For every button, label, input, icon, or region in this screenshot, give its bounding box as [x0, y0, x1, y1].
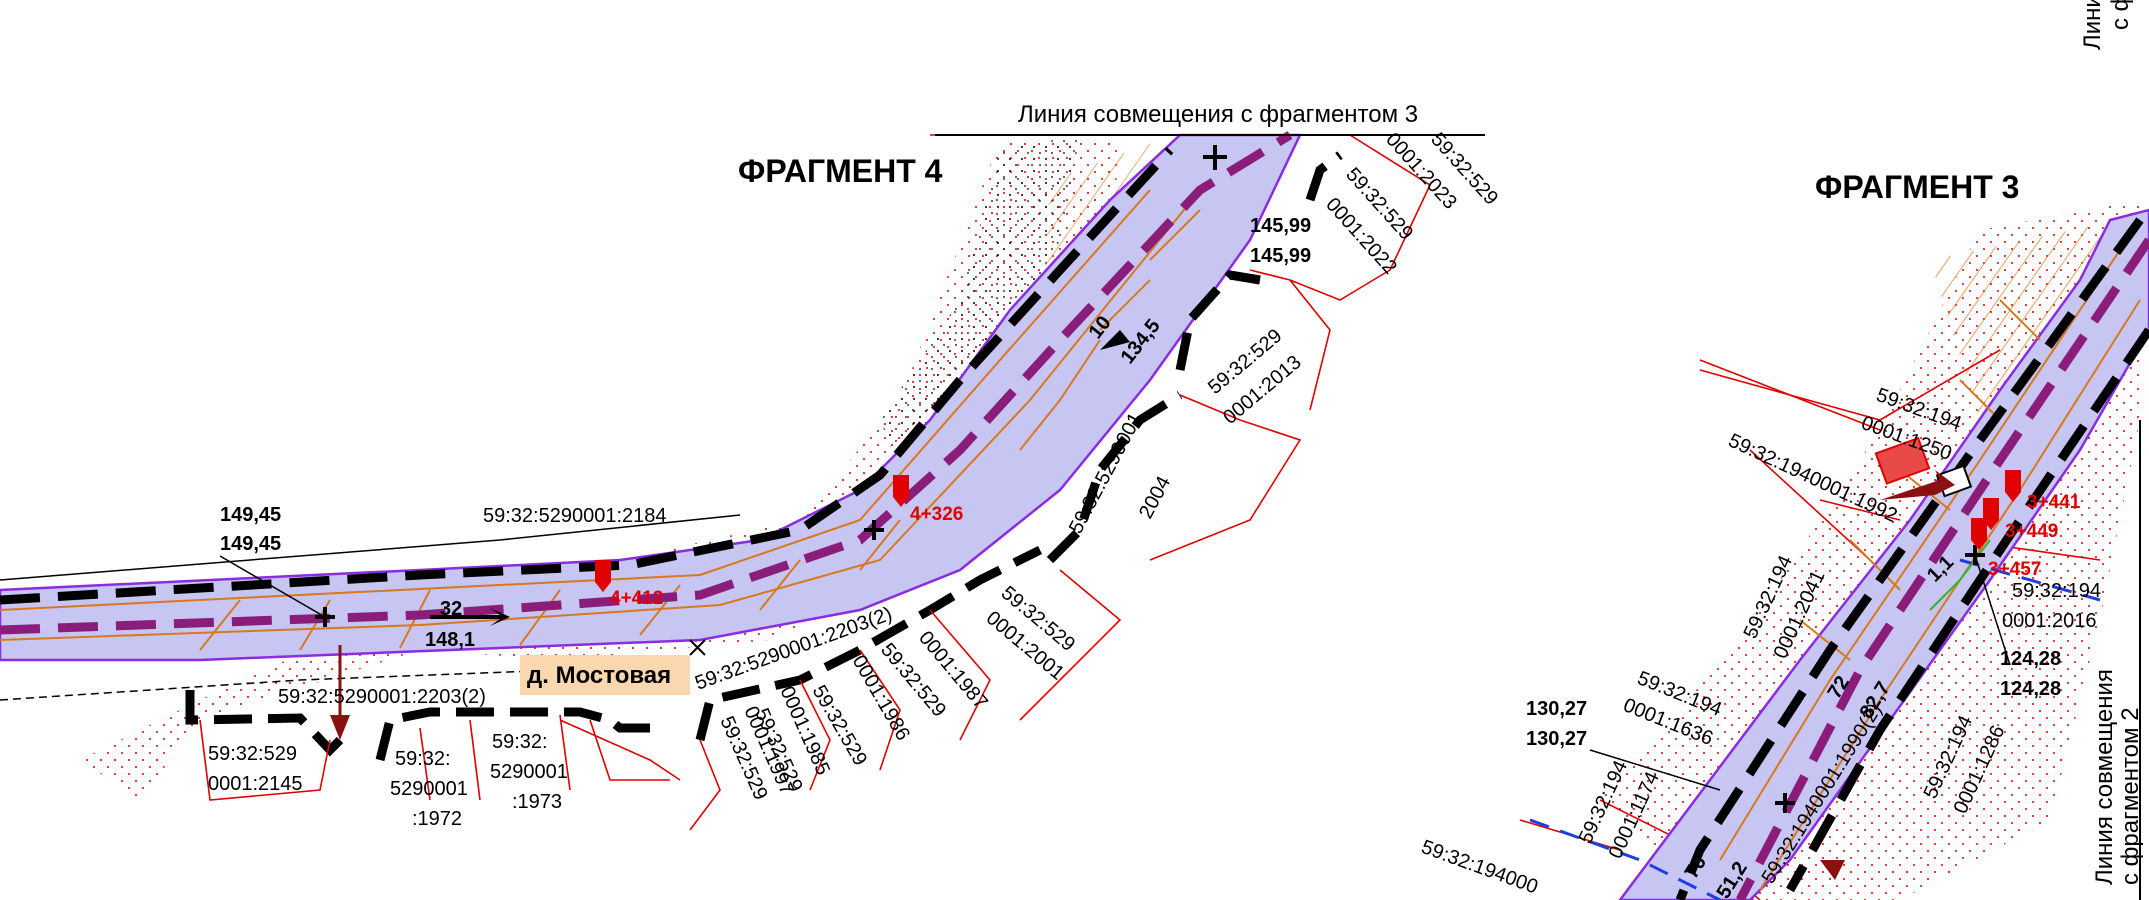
match-line-label-right-1: Линия совмещения — [2091, 669, 2118, 885]
match-line-label-right-2: с фрагментом 2 — [2117, 707, 2144, 885]
parcel-label: 5290001 — [390, 778, 468, 800]
picket-4-412: 4+412 — [610, 588, 663, 609]
elevation-label: 130,27 — [1526, 698, 1587, 720]
parcel-label: :1973 — [512, 791, 562, 813]
boundary-lines-fragment-4 — [185, 151, 1343, 762]
village-label: д. Мостовая — [527, 662, 671, 689]
match-line-label-top-right-2: с ф — [2107, 0, 2134, 30]
slope-label: 32 — [440, 598, 462, 620]
leader-line — [1974, 554, 2011, 666]
direction-arrows — [330, 330, 1955, 880]
fragment-3-title: ФРАГМЕНТ 3 — [1815, 169, 2019, 205]
match-line-label-top-right-1: Линия — [2079, 0, 2106, 50]
leader-line — [219, 555, 326, 618]
parcel-label: 59:32:5290001:2203(2) — [278, 686, 486, 708]
picket-4-326: 4+326 — [910, 504, 963, 525]
road-corridor-fragment-4 — [0, 131, 1302, 701]
parcel-label: 59:32:529 — [208, 743, 297, 765]
elevation-label: 145,99 — [1250, 215, 1311, 237]
picket-3-441: 3+441 — [2027, 492, 2081, 513]
parcel-label: 5290001 — [490, 761, 568, 783]
match-line-label-top: Линия совмещения с фрагментом 3 — [1018, 101, 1418, 128]
fragment-4-title: ФРАГМЕНТ 4 — [738, 153, 943, 189]
parcel-label: 59:32:194000 — [1418, 836, 1540, 899]
elevation-label: 145,99 — [1250, 245, 1311, 267]
parcel-label: 59:32:194 — [2012, 580, 2101, 602]
picket-3-449: 3+449 — [2005, 521, 2058, 542]
elevation-label: 124,28 — [2000, 648, 2061, 670]
elevation-label: 130,27 — [1526, 728, 1587, 750]
picket-pins — [595, 470, 2021, 592]
parcel-label: 59:32:5290001:2184 — [483, 505, 667, 527]
distance-label: 148,1 — [425, 629, 475, 651]
parcel-label: 0001:2145 — [208, 773, 303, 795]
parcel-label: 2004 — [1135, 473, 1175, 523]
parcel-label: 0001:2016 — [2002, 610, 2097, 632]
elevation-label: 149,45 — [220, 504, 281, 526]
picket-3-457: 3+457 — [1988, 559, 2041, 580]
elevation-label: 149,45 — [220, 533, 281, 555]
elevation-label: 124,28 — [2000, 678, 2061, 700]
leader-line — [1589, 749, 1721, 791]
parcel-label: :1972 — [412, 808, 462, 830]
parcel-label: 59:32: — [395, 748, 451, 770]
village-label-bg — [520, 655, 690, 695]
parcel-label: 59:32: — [492, 731, 548, 753]
